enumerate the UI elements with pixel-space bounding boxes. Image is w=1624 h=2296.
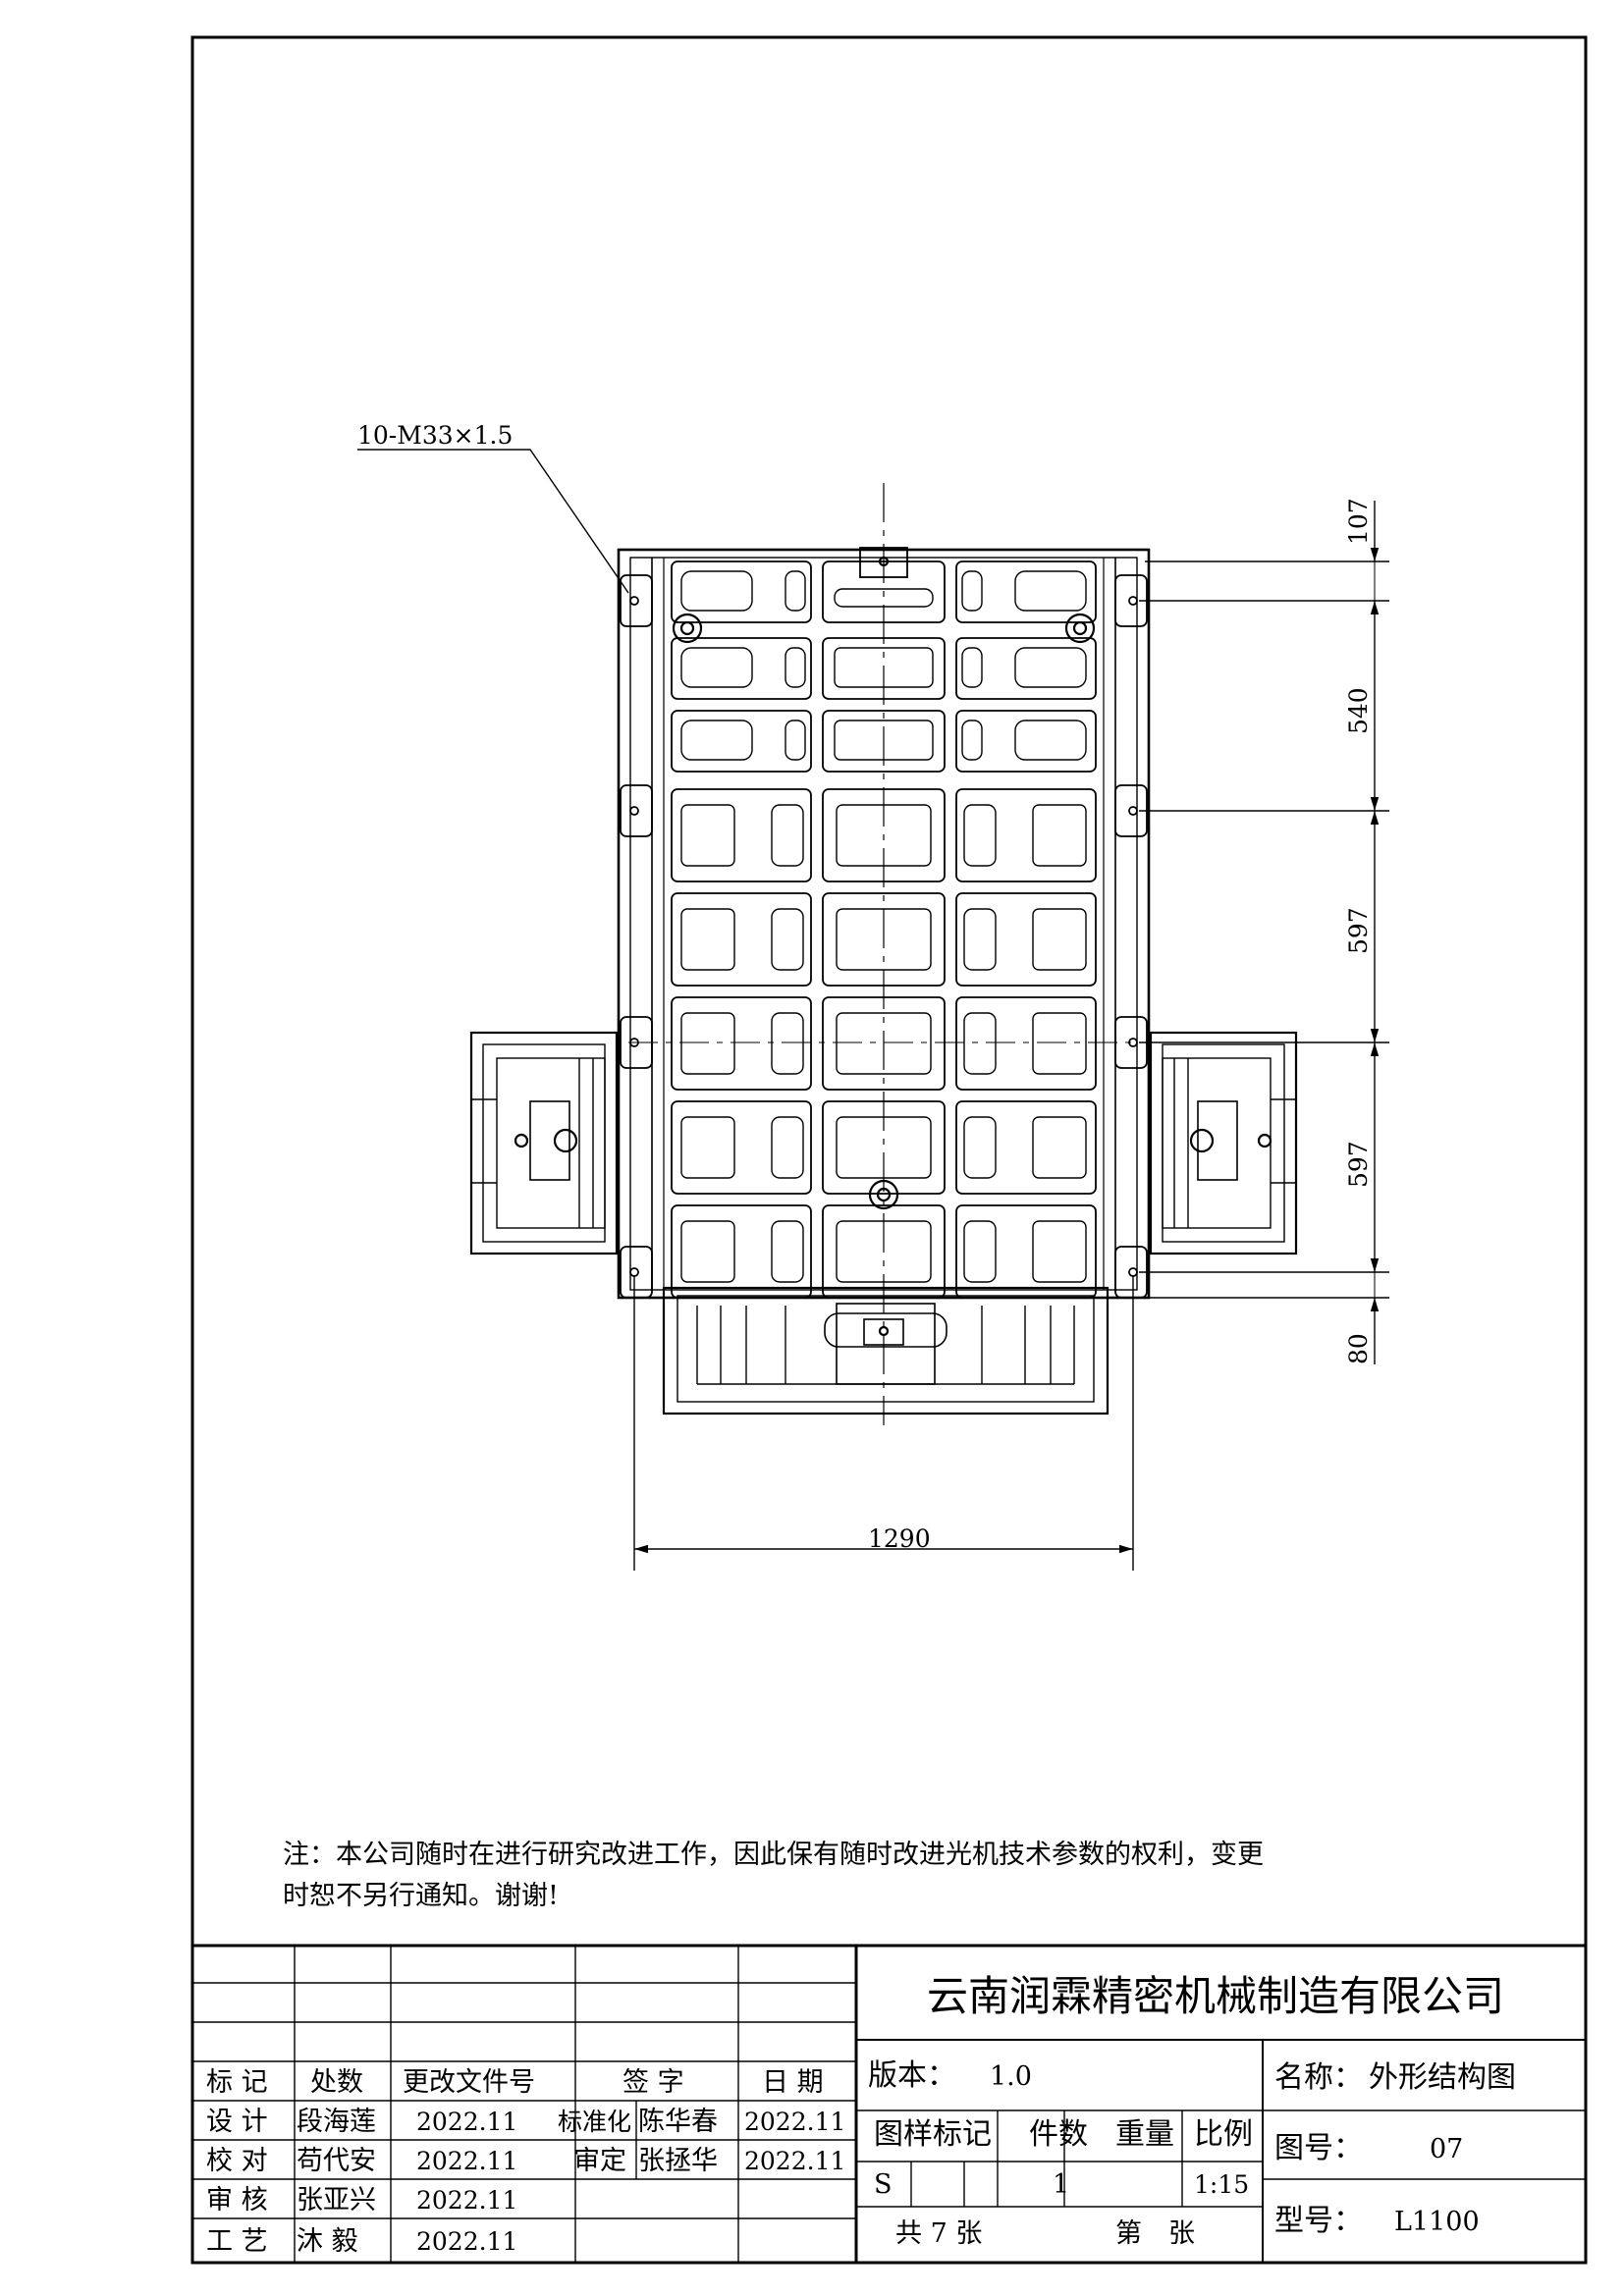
dim-597-b: 597 [1344, 1141, 1373, 1188]
version-value: 1.0 [990, 2061, 1032, 2092]
date-design: 2022.11 [416, 2108, 517, 2136]
name-value: 外形结构图 [1369, 2060, 1516, 2095]
date-review: 2022.11 [416, 2186, 517, 2215]
drawing-no-label: 图号： [1274, 2131, 1363, 2165]
dimension-lines [357, 449, 1389, 1571]
sheet-frame [190, 35, 1588, 2265]
drawing-no-value: 07 [1430, 2134, 1463, 2164]
name-standard: 陈华春 [638, 2107, 718, 2137]
date-approve: 2022.11 [744, 2147, 845, 2175]
left-side-wing [469, 1031, 619, 1255]
scale-value: 1:15 [1194, 2170, 1249, 2199]
dim-597-a: 597 [1344, 907, 1373, 954]
name-review: 张亚兴 [297, 2185, 376, 2216]
name-check: 苟代安 [297, 2146, 376, 2176]
right-bolt-pads [1114, 574, 1148, 1299]
lower-cell-rows [671, 788, 1097, 1299]
dim-1290: 1290 [868, 1524, 931, 1553]
right-side-wing [1149, 1031, 1298, 1255]
role-standard: 标准化 [558, 2108, 631, 2136]
sheets-total: 共 7 张 [895, 2218, 982, 2249]
sample-mark-value: S [874, 2169, 893, 2200]
date-check: 2022.11 [416, 2147, 517, 2175]
name-design: 段海莲 [297, 2107, 376, 2137]
left-bolt-pads [620, 574, 653, 1299]
header-date: 日 期 [762, 2067, 824, 2098]
name-approve: 张拯华 [638, 2146, 718, 2176]
scale-label: 比例 [1194, 2117, 1253, 2152]
sheet-number: 第 张 [1115, 2218, 1195, 2249]
header-signature: 签 字 [623, 2067, 684, 2098]
header-mark: 标 记 [206, 2067, 268, 2098]
weight-label: 重量 [1115, 2117, 1174, 2152]
header-change-doc: 更改文件号 [403, 2067, 535, 2098]
qty-label: 件数 [1029, 2117, 1088, 2152]
sample-mark-label: 图样标记 [874, 2117, 992, 2152]
role-review: 审 核 [206, 2185, 268, 2216]
date-standard: 2022.11 [744, 2108, 845, 2136]
role-design: 设 计 [206, 2107, 268, 2137]
note-line-1: 注：本公司随时在进行研究改进工作，因此保有随时改进光机技术参数的权利，变更 [283, 1840, 1264, 1870]
dim-107: 107 [1344, 498, 1373, 545]
name-process: 沐 毅 [297, 2226, 358, 2257]
model-value: L1100 [1394, 2207, 1480, 2237]
dim-80: 80 [1344, 1333, 1373, 1364]
name-label: 名称： [1274, 2060, 1363, 2095]
dim-540: 540 [1344, 687, 1373, 734]
role-check: 校 对 [206, 2146, 268, 2176]
model-label: 型号： [1274, 2204, 1363, 2238]
qty-value: 1 [1053, 2169, 1069, 2200]
machine-plan-view [469, 483, 1298, 1425]
header-count: 处数 [310, 2067, 363, 2098]
date-process: 2022.11 [416, 2227, 517, 2256]
role-process: 工 艺 [206, 2226, 268, 2257]
role-approve: 审定 [573, 2146, 626, 2176]
note-line-2: 时恕不另行通知。谢谢! [283, 1881, 559, 1911]
title-block [192, 1944, 1586, 2263]
thread-callout-label: 10-M33×1.5 [357, 421, 513, 450]
bottom-base-extension [662, 1286, 1110, 1415]
company-name: 云南润霖精密机械制造有限公司 [927, 1972, 1504, 2020]
version-label: 版本： [868, 2058, 956, 2093]
